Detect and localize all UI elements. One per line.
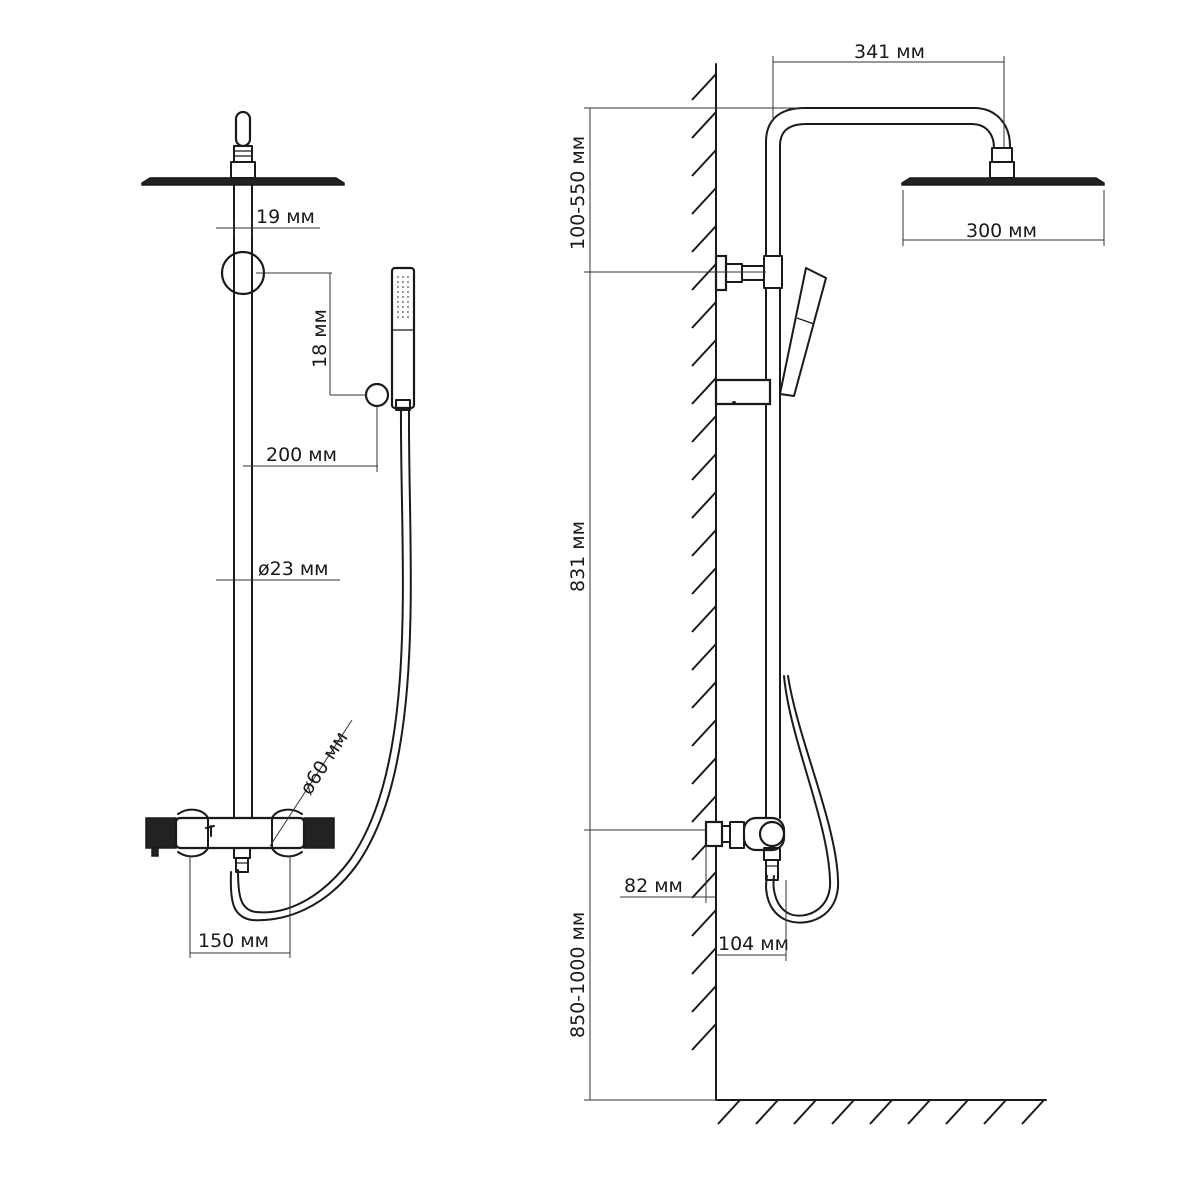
floor bbox=[715, 1099, 1047, 1125]
dim-label-82mm: 82 мм bbox=[624, 875, 683, 897]
dim-label-18mm: 18 мм bbox=[309, 309, 331, 368]
wall-hatch-line bbox=[691, 1023, 717, 1051]
dim-label-23mm: ø23 мм bbox=[258, 558, 329, 580]
side-dimensions bbox=[584, 56, 1105, 1101]
dim-label-831mm: 831 мм bbox=[567, 521, 589, 592]
wall-hatch-line bbox=[691, 985, 717, 1013]
floor-hatch-line bbox=[717, 1099, 741, 1125]
wall-hatch-line bbox=[691, 719, 717, 747]
floor-hatch-line bbox=[983, 1099, 1007, 1125]
dim-label-19mm: 19 мм bbox=[256, 206, 315, 228]
wall-hatch-line bbox=[691, 491, 717, 519]
upper-wall-bracket-side bbox=[714, 254, 783, 292]
wall-hatch-line bbox=[691, 377, 717, 405]
hand-shower-front bbox=[364, 266, 416, 411]
wall-hatch-line bbox=[691, 339, 717, 367]
floor-hatch-line bbox=[869, 1099, 893, 1125]
shower-hose-front bbox=[237, 409, 404, 914]
wall-bracket-front bbox=[220, 250, 266, 296]
wall-hatch-line bbox=[691, 73, 717, 101]
dim-label-150mm: 150 мм bbox=[198, 930, 269, 952]
dim-label-60mm: ø60 мм bbox=[296, 728, 353, 799]
dim-label-100-550mm: 100-550 мм bbox=[567, 136, 589, 250]
dim-label-850-1000mm: 850-1000 мм bbox=[567, 912, 589, 1038]
front-view: 19 мм 18 мм 200 мм ø23 мм ø60 мм 150 мм bbox=[141, 110, 416, 958]
wall-hatch-line bbox=[691, 453, 717, 481]
wall-hatch-line bbox=[691, 947, 717, 975]
wall-hatch-line bbox=[691, 149, 717, 177]
thermostatic-mixer-front bbox=[145, 808, 335, 873]
floor-hatch-line bbox=[755, 1099, 779, 1125]
wall-hatch-line bbox=[691, 605, 717, 633]
front-dimensions bbox=[189, 220, 378, 958]
thermostatic-mixer-side bbox=[704, 816, 786, 881]
wall-hatch-line bbox=[691, 567, 717, 595]
hand-shower-side bbox=[714, 267, 827, 406]
wall bbox=[691, 63, 717, 1101]
floor-hatch-line bbox=[907, 1099, 931, 1125]
dim-label-104mm: 104 мм bbox=[718, 933, 789, 955]
rain-shower-head-side bbox=[901, 177, 1105, 186]
side-view: 341 мм 300 мм 100-550 мм 831 мм 850-1000… bbox=[567, 41, 1105, 1125]
floor-hatch-line bbox=[945, 1099, 969, 1125]
dim-label-300mm: 300 мм bbox=[966, 220, 1037, 242]
wall-hatch-line bbox=[691, 909, 717, 937]
floor-hatch-line bbox=[793, 1099, 817, 1125]
wall-hatch-line bbox=[691, 529, 717, 557]
wall-hatch-line bbox=[691, 871, 717, 899]
wall-hatch-line bbox=[691, 681, 717, 709]
floor-hatch-line bbox=[1021, 1099, 1045, 1125]
wall-hatch-line bbox=[691, 643, 717, 671]
shower-hose-side bbox=[772, 675, 832, 917]
wall-hatch-line bbox=[691, 111, 717, 139]
floor-hatch-line bbox=[831, 1099, 855, 1125]
wall-hatch-line bbox=[691, 187, 717, 215]
shower-hose-front-inner bbox=[229, 409, 412, 922]
vertical-pipe-side bbox=[765, 287, 781, 819]
wall-hatch-line bbox=[691, 263, 717, 291]
rain-shower-head-front bbox=[141, 110, 345, 186]
wall-hatch-line bbox=[691, 225, 717, 253]
wall-hatch-line bbox=[691, 795, 717, 823]
wall-hatch-line bbox=[691, 301, 717, 329]
wall-hatch-line bbox=[691, 415, 717, 443]
dim-label-200mm: 200 мм bbox=[266, 444, 337, 466]
shower-hose-side-inner bbox=[765, 675, 840, 924]
wall-hatch-line bbox=[691, 757, 717, 785]
dim-label-341mm: 341 мм bbox=[854, 41, 925, 63]
